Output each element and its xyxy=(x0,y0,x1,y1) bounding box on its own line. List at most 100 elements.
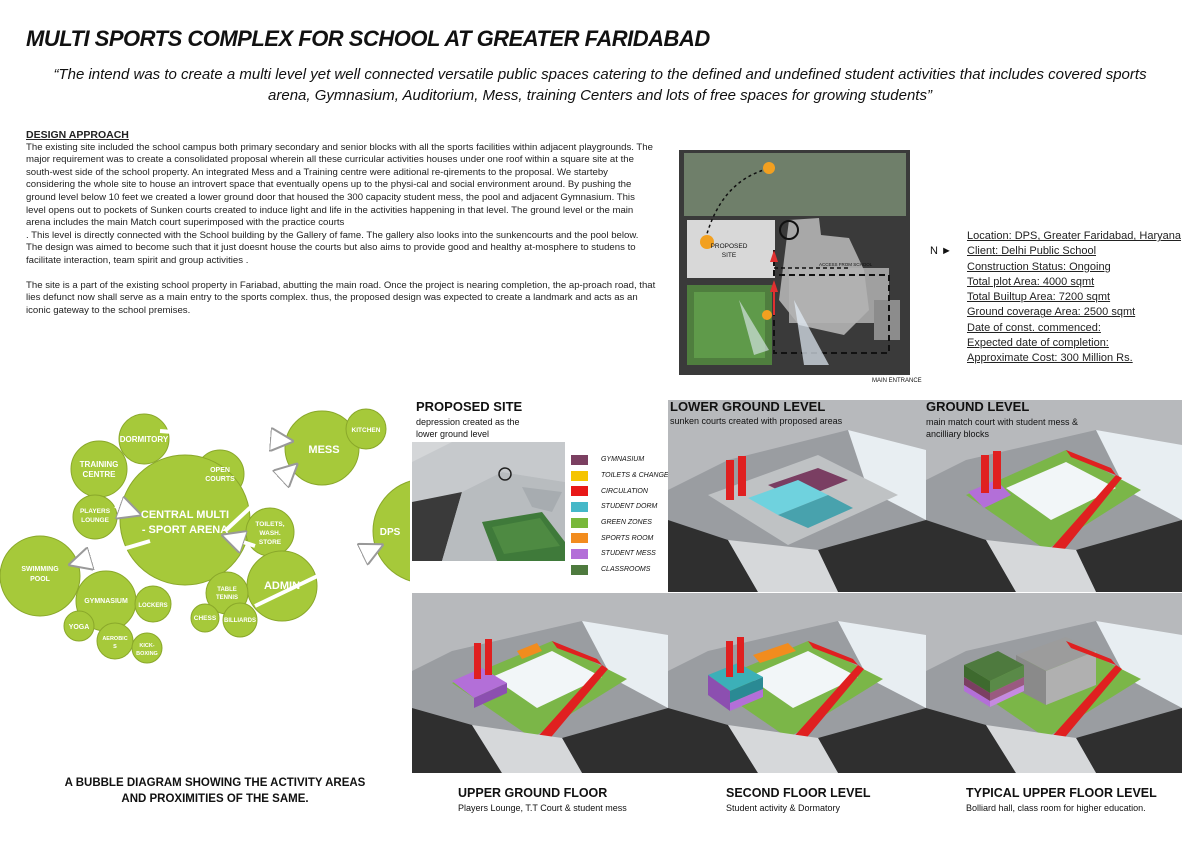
main-entrance-label: MAIN ENTRANCE xyxy=(872,378,922,384)
design-approach-heading: DESIGN APPROACH xyxy=(26,129,129,141)
project-quote: “The intend was to create a multi level … xyxy=(40,64,1160,106)
bubble-label: SWIMMING xyxy=(21,566,59,573)
panel-sub-lower-ground: sunken courts created with proposed area… xyxy=(670,416,843,426)
bubble-label: - SPORT ARENA xyxy=(142,524,228,536)
bubble-label: TABLE xyxy=(217,587,237,593)
legend-item: CIRCULATION xyxy=(571,483,671,499)
site-plan: PROPOSED SITE ACCESS FROM SCHOOL xyxy=(679,150,910,375)
site-plan-drawing: PROPOSED SITE ACCESS FROM SCHOOL xyxy=(679,150,910,375)
bubble-kick-boxing xyxy=(131,632,163,664)
upper-ground-drawing xyxy=(412,593,668,773)
legend-swatch xyxy=(571,486,588,497)
legend-swatch xyxy=(571,501,588,512)
bubble-label: KITCHEN xyxy=(352,427,381,434)
bubble-label: TENNIS xyxy=(216,595,238,601)
typical-upper-render xyxy=(926,593,1182,773)
info-line: Ground coverage Area: 2500 sqmt xyxy=(967,306,1136,319)
bubble-label: CHESS xyxy=(194,615,217,622)
access-label: ACCESS FROM SCHOOL xyxy=(819,262,873,267)
lower-ground-render xyxy=(668,400,926,592)
bubble-label: POOL xyxy=(30,576,51,583)
info-line: Expected date of completion: xyxy=(967,337,1109,350)
caption-sub-second-floor: Student activity & Dormatory xyxy=(726,803,841,813)
panel-sub-ground: main match court with student mess & anc… xyxy=(926,416,1078,440)
legend-item: SPORTS ROOM xyxy=(571,530,671,546)
north-arrow: N ► xyxy=(930,245,952,257)
caption-sub-typical-upper: Bolliard hall, class room for higher edu… xyxy=(966,803,1146,813)
legend-swatch xyxy=(571,470,588,481)
caption-title-typical-upper: TYPICAL UPPER FLOOR LEVEL xyxy=(966,786,1157,800)
legend-swatch xyxy=(571,533,588,544)
panel-sub-line: lower ground level xyxy=(416,429,490,439)
bubble-label: TRAINING xyxy=(80,460,119,469)
proposed-site-drawing xyxy=(412,442,565,561)
bubble-label: CENTRAL MULTI xyxy=(141,509,229,521)
bubble-label: GYMNASIUM xyxy=(84,598,128,605)
legend-item: GYMNASIUM xyxy=(571,452,671,468)
legend-item: GREEN ZONES xyxy=(571,515,671,531)
info-line: Date of const. commenced: xyxy=(967,321,1101,334)
bubble-label: STORE xyxy=(259,539,282,546)
second-floor-drawing xyxy=(668,593,926,773)
proposed-site-render xyxy=(412,442,565,561)
proposed-site-label: SITE xyxy=(722,252,737,259)
bubble-swimming-pool xyxy=(0,535,81,617)
caption-line: A BUBBLE DIAGRAM SHOWING THE ACTIVITY AR… xyxy=(64,777,366,789)
panel-sub-line: depression created as the xyxy=(416,417,520,427)
legend-swatch xyxy=(571,517,588,528)
bubble-label: PLAYERS xyxy=(80,508,111,515)
legend-label: GYMNASIUM xyxy=(601,456,645,464)
bubble-label: YOGA xyxy=(69,624,90,631)
lower-ground-drawing xyxy=(668,400,926,592)
legend-swatch xyxy=(571,564,588,575)
bubble-label: TOILETS, xyxy=(255,521,284,528)
caption-sub-upper-ground: Players Lounge, T.T Court & student mess xyxy=(458,803,627,813)
bubble-label: OPEN xyxy=(210,467,230,474)
legend-item: STUDENT DORM xyxy=(571,499,671,515)
quote-line: “The intend was to create a multi level … xyxy=(53,66,1147,83)
info-line: Location: DPS, Greater Faridabad, Haryan… xyxy=(967,230,1182,242)
legend-swatch xyxy=(571,548,588,559)
second-floor-render xyxy=(668,593,926,773)
bubble-lockers xyxy=(134,585,172,623)
panel-title-proposed-site: PROPOSED SITE xyxy=(416,399,523,414)
page-title: MULTI SPORTS COMPLEX FOR SCHOOL AT GREAT… xyxy=(26,26,710,51)
bubble-label: BILLIARDS xyxy=(224,618,256,624)
info-line: Client: Delhi Public School xyxy=(967,245,1097,258)
info-line: Approximate Cost: 300 Million Rs. xyxy=(967,352,1133,365)
info-line: Total plot Area: 4000 sqmt xyxy=(967,275,1095,288)
quote-line: arena, Gymnasium, Auditorium, Mess, trai… xyxy=(268,87,932,104)
legend-label: CLASSROOMS xyxy=(601,566,651,574)
typical-upper-drawing xyxy=(926,593,1182,773)
ground-level-render xyxy=(926,400,1182,592)
design-approach: DESIGN APPROACH The existing site includ… xyxy=(26,129,656,317)
legend-swatch xyxy=(571,454,588,465)
info-line: Construction Status: Ongoing xyxy=(967,260,1111,273)
bubble-label: LOCKERS xyxy=(138,603,167,609)
legend-label: CIRCULATION xyxy=(601,487,648,495)
bubble-diagram: DORMITORY TRAINING CENTRE PLAYERS LOUNGE… xyxy=(0,396,478,666)
bubble-dormitory xyxy=(118,413,170,465)
design-approach-paragraph: The existing site included the school ca… xyxy=(26,141,653,229)
legend-label: SPORTS ROOM xyxy=(601,534,654,542)
ground-level-drawing xyxy=(926,400,1182,592)
bubble-label: COURTS xyxy=(205,476,235,483)
bubble-label: DORMITORY xyxy=(120,435,169,444)
legend-item: STUDENT MESS xyxy=(571,546,671,562)
bubble-label: CENTRE xyxy=(83,470,117,479)
bubble-training-centre xyxy=(70,440,128,498)
legend-label: STUDENT DORM xyxy=(601,503,658,511)
caption-title-second-floor: SECOND FLOOR LEVEL xyxy=(726,786,871,800)
bubble-label: DPS xyxy=(380,527,401,538)
legend-label: TOILETS & CHANGE xyxy=(601,472,669,480)
panel-sub-proposed-site: depression created as the lower ground l… xyxy=(416,416,520,440)
legend-label: STUDENT MESS xyxy=(601,550,656,558)
bubble-label: LOUNGE xyxy=(81,517,109,524)
project-info: Location: DPS, Greater Faridabad, Haryan… xyxy=(967,229,1181,367)
bubble-label: MESS xyxy=(308,444,339,456)
info-line: Total Builtup Area: 7200 sqmt xyxy=(967,291,1111,304)
bubble-label: KICK- xyxy=(139,643,154,649)
caption-line: AND PROXIMITIES OF THE SAME. xyxy=(121,793,309,805)
design-approach-paragraph: The site is a part of the existing schoo… xyxy=(26,279,656,316)
bubble-label: S xyxy=(113,644,117,650)
